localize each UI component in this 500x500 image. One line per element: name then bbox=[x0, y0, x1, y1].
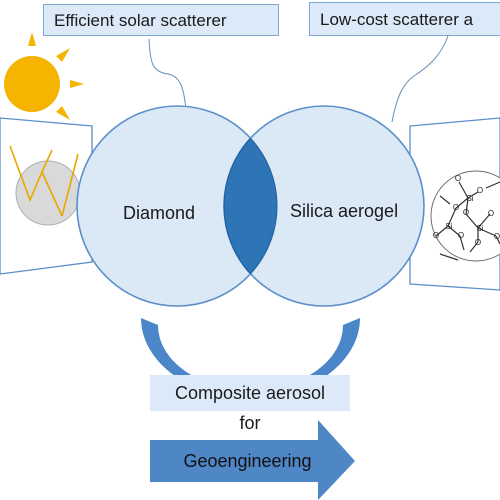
atom-label: Si bbox=[476, 224, 483, 233]
sun-icon bbox=[0, 32, 84, 136]
atom-label: O bbox=[458, 231, 464, 240]
overlap-region bbox=[223, 137, 278, 275]
light-ray bbox=[61, 153, 79, 217]
callout-connector bbox=[391, 35, 449, 123]
efficient-scatterer-label: Efficient solar scatterer bbox=[43, 4, 279, 36]
atom-label: O bbox=[475, 238, 481, 247]
light-ray bbox=[9, 145, 63, 217]
diamond-label: Diamond bbox=[123, 203, 196, 223]
geoengineering-label: Geoengineering bbox=[183, 451, 312, 471]
silica-molecule: O Si O O Si O O Si O O O O bbox=[430, 170, 500, 262]
atom-label: Si bbox=[445, 222, 452, 231]
atom-label: O bbox=[463, 208, 469, 217]
geoengineering-arrow bbox=[150, 420, 355, 500]
atom-label: O bbox=[494, 232, 500, 241]
atom-label: O bbox=[455, 174, 461, 183]
atom-label: O bbox=[477, 186, 483, 195]
low-cost-scatterer-label: Low-cost scatterer a bbox=[309, 2, 500, 36]
light-ray bbox=[41, 149, 53, 173]
callout-connector bbox=[148, 38, 187, 111]
composite-aerosol-label: Composite aerosol bbox=[150, 375, 350, 411]
for-label: for bbox=[239, 413, 261, 433]
silica-aerogel-label: Silica aerogel bbox=[290, 201, 399, 221]
atom-label: O bbox=[453, 203, 459, 212]
atom-label: O bbox=[433, 231, 439, 240]
diamond-particle bbox=[15, 160, 81, 226]
atom-label: Si bbox=[466, 194, 473, 203]
atom-label: O bbox=[488, 209, 494, 218]
